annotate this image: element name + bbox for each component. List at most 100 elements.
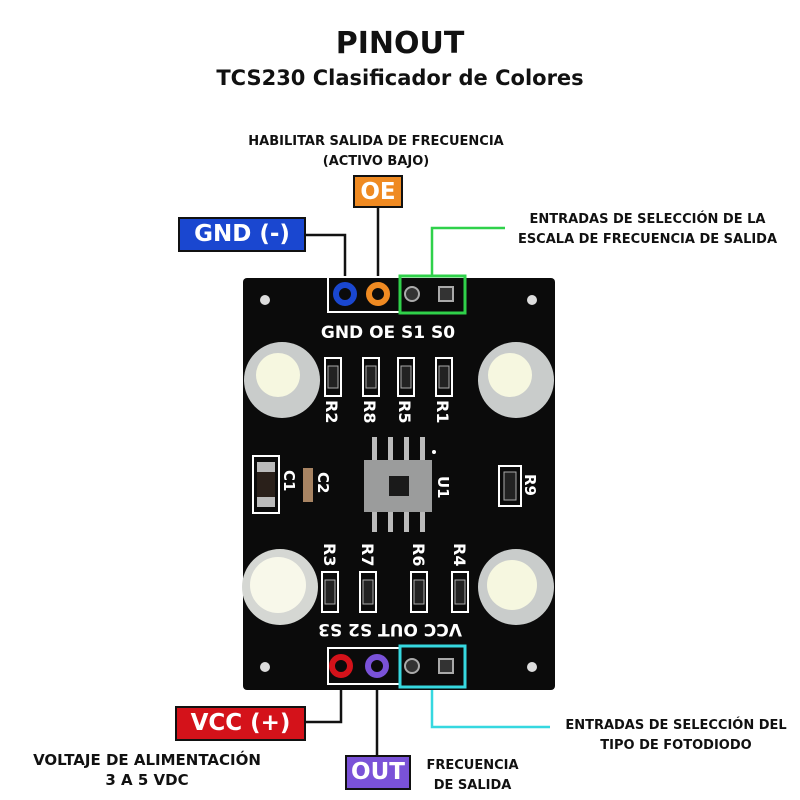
led-bottom-left: [242, 549, 318, 625]
oe-description: HABILITAR SALIDA DE FRECUENCIA (ACTIVO B…: [196, 132, 556, 172]
scale-select-highlight: [398, 274, 467, 315]
oe-description-line2: (ACTIVO BAJO): [322, 154, 430, 169]
r2-label: R2: [322, 400, 341, 423]
oe-description-line1: HABILITAR SALIDA DE FRECUENCIA: [248, 134, 504, 149]
top-silk-label: GND OE S1 S0: [321, 323, 455, 343]
board-part: [454, 579, 466, 605]
resistor-r6: [410, 571, 428, 613]
s3-pin: [438, 658, 454, 674]
photodiode-description: ENTRADAS DE SELECCIÓN DEL TIPO DE FOTODI…: [552, 716, 800, 756]
r6-label: R6: [409, 543, 428, 566]
board-part: [365, 365, 377, 389]
capacitor-c2: [303, 468, 313, 502]
board-part: [420, 510, 425, 532]
board-part: [372, 437, 425, 532]
led-bottom-right: [478, 549, 554, 625]
board-part: [503, 471, 517, 501]
led-top-left: [244, 342, 320, 418]
gnd-pin-tag: GND (-): [178, 217, 306, 252]
board-part: [404, 437, 409, 462]
s0-pin: [438, 286, 454, 302]
r8-label: R8: [360, 400, 379, 423]
page-title: PINOUT: [335, 26, 465, 61]
board-part: [404, 510, 409, 532]
board-part: [389, 476, 409, 496]
resistor-r8: [362, 357, 380, 397]
board-part: [413, 579, 425, 605]
photodiode-description-line2: TIPO DE FOTODIODO: [600, 738, 752, 753]
board-part: [362, 357, 380, 397]
c2-label: C2: [314, 472, 332, 493]
s1-pin: [404, 286, 420, 302]
board-part: [400, 365, 412, 389]
pin1-dot: [432, 450, 436, 454]
r5-label: R5: [395, 400, 414, 423]
resistor-r4: [451, 571, 469, 613]
vcc-pin: [329, 654, 353, 678]
vcc-description: VOLTAJE DE ALIMENTACIÓN 3 A 5 VDC: [2, 750, 292, 790]
photodiode-description-line1: ENTRADAS DE SELECCIÓN DEL: [565, 718, 787, 733]
vcc-pin-tag: VCC (+): [175, 706, 306, 741]
photodiode-leader-line: [430, 688, 550, 729]
oe-pin: [366, 282, 390, 306]
tcs230-sensor-chip: [364, 437, 432, 532]
board-part: [362, 579, 374, 605]
board-part: [410, 571, 428, 613]
capacitor-c1: [252, 455, 280, 514]
board-part: [257, 472, 275, 497]
scale-leader-line: [430, 226, 505, 276]
board-part: [420, 437, 425, 462]
scale-description: ENTRADAS DE SELECCIÓN DE LA ESCALA DE FR…: [505, 210, 790, 250]
vcc-description-line1: VOLTAJE DE ALIMENTACIÓN: [33, 751, 261, 769]
r4-label: R4: [450, 543, 469, 566]
board-part: [388, 437, 393, 462]
r9-label: R9: [521, 474, 539, 496]
r7-label: R7: [358, 543, 377, 566]
board-part: [303, 468, 313, 502]
resistor-r2: [324, 357, 342, 397]
board-part: [256, 353, 300, 397]
photodiode-select-highlight: [398, 644, 467, 689]
board-part: [324, 579, 336, 605]
resistor-r1: [435, 357, 453, 397]
board-part: [372, 510, 377, 532]
board-part: [438, 365, 450, 389]
resistor-r9: [498, 465, 522, 507]
board-part: [498, 465, 522, 507]
out-pin: [365, 654, 389, 678]
resistor-r3: [321, 571, 339, 613]
bottom-silk-label: VCC OUT S2 S3: [318, 619, 462, 639]
board-part: [252, 455, 280, 514]
board-part: [327, 365, 339, 389]
out-description: FRECUENCIA DE SALIDA: [415, 756, 530, 796]
resistor-r5: [397, 357, 415, 397]
board-part: [435, 357, 453, 397]
mount-hole: [260, 295, 270, 305]
board-part: [324, 357, 342, 397]
out-description-line1: FRECUENCIA: [426, 758, 519, 773]
gnd-leader-line: [306, 233, 347, 293]
r1-label: R1: [433, 400, 452, 423]
page-subtitle: TCS230 Clasificador de Colores: [216, 66, 584, 90]
oe-pin-tag: OE: [353, 175, 403, 208]
mount-hole: [527, 662, 537, 672]
board-part: [250, 557, 306, 613]
board-part: [372, 437, 377, 462]
board-part: [451, 571, 469, 613]
out-description-line2: DE SALIDA: [433, 778, 512, 793]
c1-label: C1: [280, 470, 298, 491]
s2-pin: [404, 658, 420, 674]
board-part: [487, 560, 537, 610]
scale-description-line2: ESCALA DE FRECUENCIA DE SALIDA: [517, 232, 778, 247]
u1-label: U1: [434, 476, 452, 499]
board-part: [397, 357, 415, 397]
led-top-right: [478, 342, 554, 418]
resistor-r7: [359, 571, 377, 613]
gnd-pin: [333, 282, 357, 306]
r3-label: R3: [320, 543, 339, 566]
board-part: [488, 353, 532, 397]
mount-hole: [527, 295, 537, 305]
board-part: [388, 510, 393, 532]
out-pin-tag: OUT: [345, 755, 411, 790]
